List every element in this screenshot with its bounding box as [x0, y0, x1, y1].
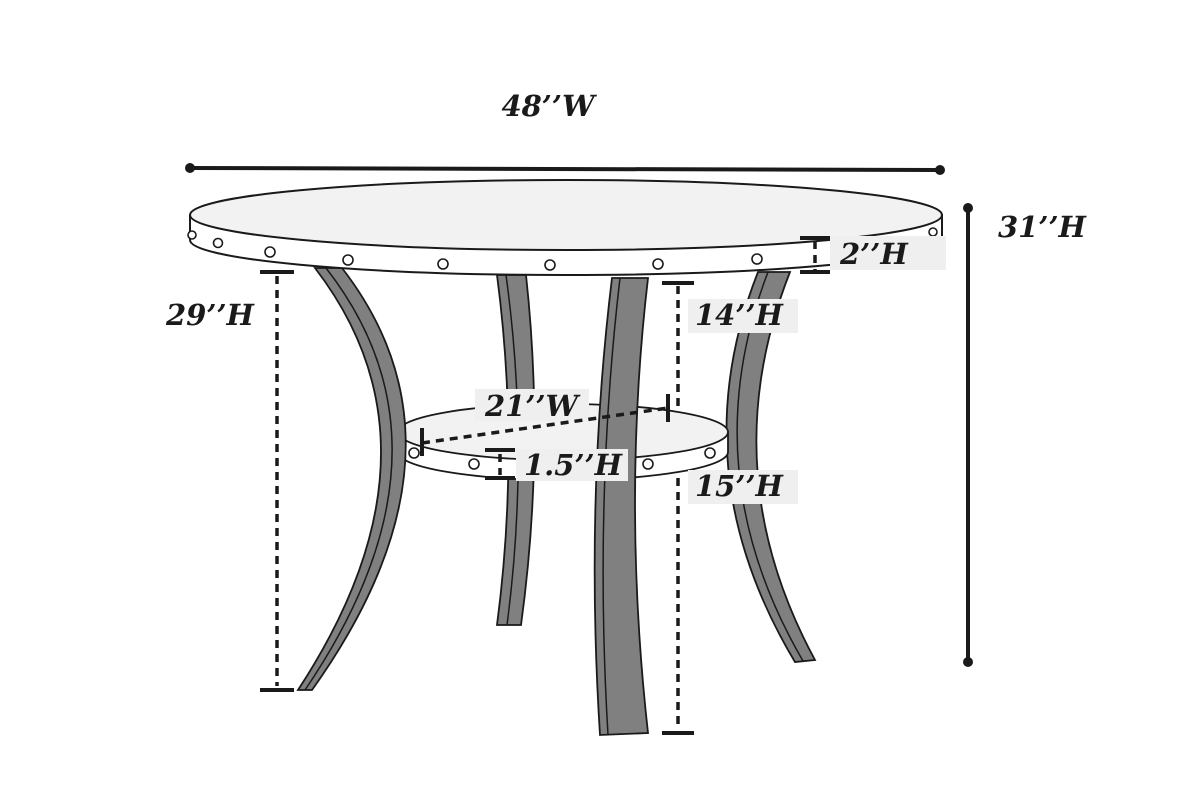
table-width-label: 48’’W	[501, 89, 597, 123]
front-center-leg	[593, 277, 650, 736]
under-top-height-dimension: 29’’H	[165, 270, 294, 692]
top-thickness-label: 2’’H	[839, 237, 909, 271]
top-thickness-dimension: 2’’H	[800, 236, 946, 274]
table-height-dimension: 31’’H	[963, 203, 1088, 667]
shelf-thickness-label: 1.5’’H	[524, 448, 624, 482]
front-left-leg	[296, 267, 407, 691]
shelf-width-dimension: 21’’W	[420, 389, 670, 456]
shelf-height-dimension-line	[662, 281, 694, 735]
under-top-height-label: 29’’H	[165, 298, 256, 332]
shelf-to-top-label: 14’’H	[695, 298, 785, 332]
table-top	[187, 179, 943, 276]
shelf-height-label: 15’’H	[695, 469, 785, 503]
shelf-width-label: 21’’W	[484, 389, 581, 423]
table-height-label: 31’’H	[998, 210, 1088, 244]
table-width-dimension: 48’’W	[185, 89, 945, 175]
shelf-thickness-dimension: 1.5’’H	[485, 448, 628, 482]
